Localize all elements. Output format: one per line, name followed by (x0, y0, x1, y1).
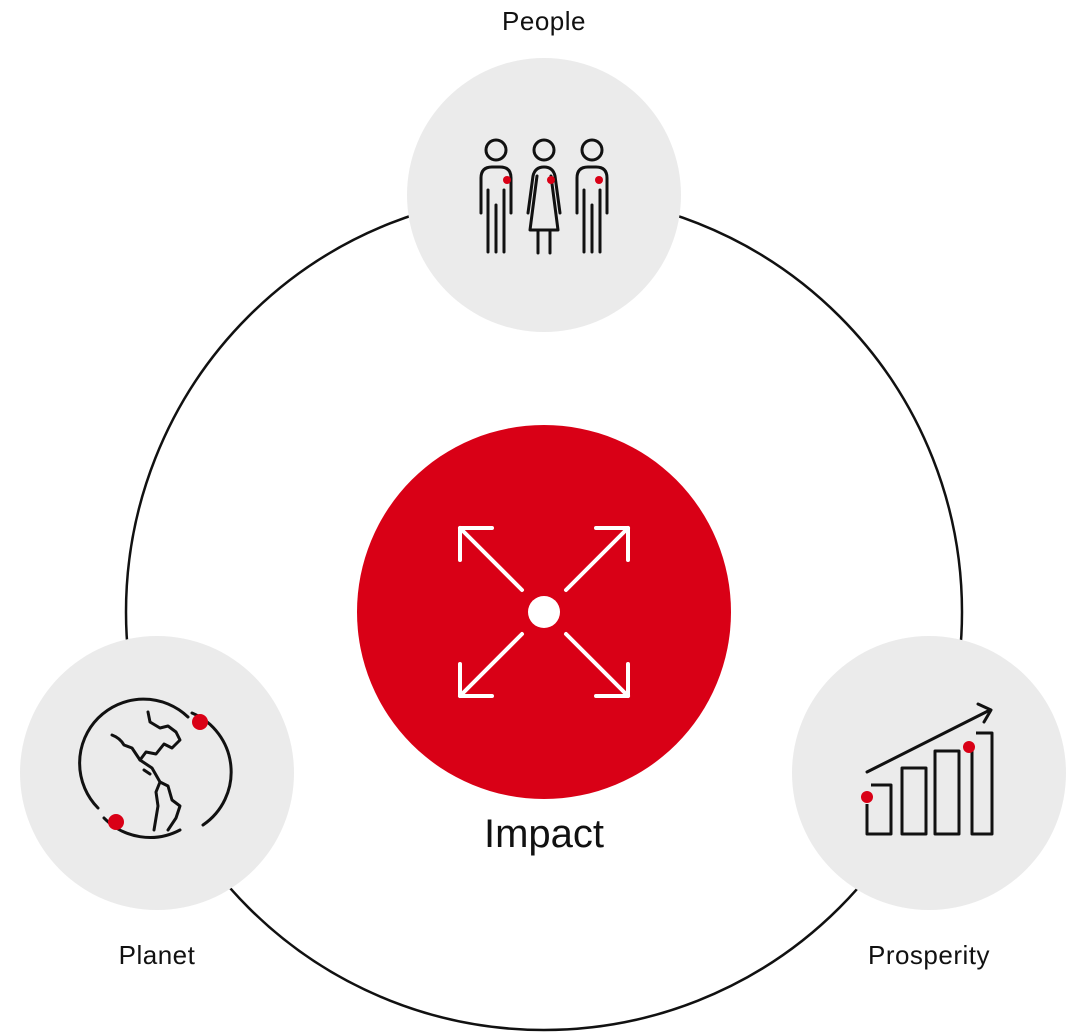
node-planet-circle (20, 636, 294, 910)
node-people-circle (407, 58, 681, 332)
node-prosperity-circle (792, 636, 1066, 910)
prosperity-accent-dot (861, 791, 873, 803)
impact-center-dot (528, 596, 560, 628)
node-prosperity (792, 636, 1066, 910)
node-planet-label: Planet (118, 940, 196, 970)
node-people-label: People (502, 6, 586, 36)
people-accent-dot (503, 176, 511, 184)
impact-label: Impact (483, 812, 605, 856)
prosperity-accent-dot (963, 741, 975, 753)
node-prosperity-label: Prosperity (867, 940, 991, 970)
node-planet (20, 636, 294, 910)
growth-chart-icon (865, 702, 994, 836)
expand-arrows-icon (458, 526, 630, 698)
node-impact (357, 425, 731, 799)
node-people (407, 58, 681, 332)
planet-accent-dot (108, 814, 124, 830)
people-icon (479, 138, 609, 255)
people-accent-dot (595, 176, 603, 184)
planet-accent-dot (192, 714, 208, 730)
people-accent-dot (547, 176, 555, 184)
